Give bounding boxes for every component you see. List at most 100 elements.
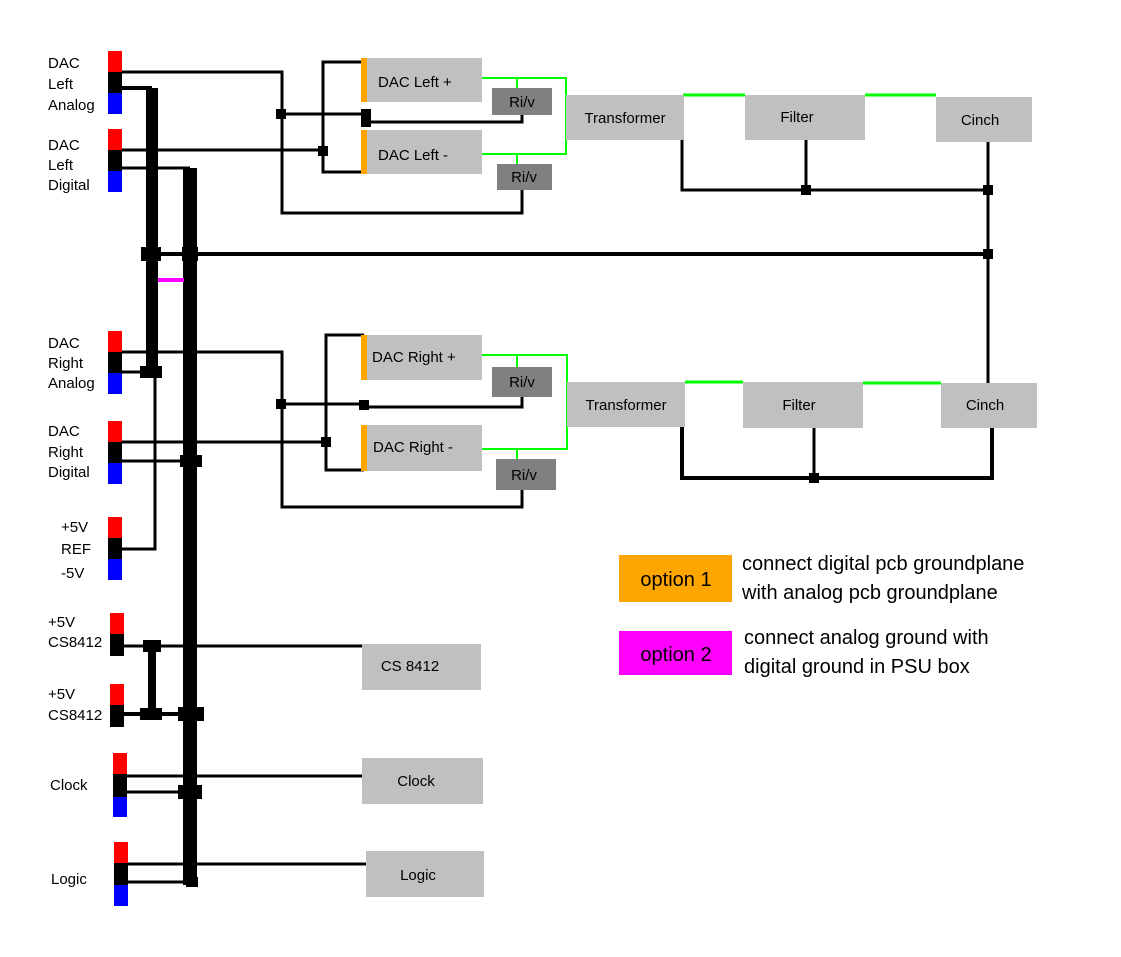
positive-pin bbox=[114, 842, 128, 863]
connector-logic: Logic bbox=[51, 842, 128, 906]
positive-pin bbox=[108, 421, 122, 442]
junction-dot bbox=[361, 109, 371, 119]
junction-dot bbox=[182, 247, 198, 261]
connector-cs8412-a: +5V CS8412 bbox=[48, 613, 124, 656]
ground-pin bbox=[113, 774, 127, 797]
junction-dot bbox=[180, 455, 202, 467]
cinch-right-box: Cinch bbox=[941, 383, 1037, 428]
connector-label: Left bbox=[48, 157, 74, 174]
connector-label: Right bbox=[48, 355, 84, 372]
transformer-right-box: Transformer bbox=[567, 382, 685, 427]
connector-clock: Clock bbox=[50, 753, 127, 817]
wire bbox=[122, 373, 157, 551]
positive-pin bbox=[108, 51, 122, 72]
connector-label: +5V bbox=[61, 519, 88, 536]
cs8412-box: CS 8412 bbox=[362, 644, 481, 690]
ground-pin bbox=[108, 538, 122, 559]
transformer-left-box: Transformer bbox=[566, 95, 684, 140]
junction-dot bbox=[178, 785, 202, 799]
option2-swatch bbox=[619, 631, 732, 675]
junction-dot bbox=[801, 185, 811, 195]
connector-label: DAC bbox=[48, 423, 80, 440]
connector-label: CS8412 bbox=[48, 634, 102, 651]
box-label: Ri/v bbox=[511, 467, 537, 484]
box-label: Transformer bbox=[584, 110, 665, 127]
connector-label: Logic bbox=[51, 871, 87, 888]
option1-description-line: connect digital pcb groundplane bbox=[742, 553, 1024, 575]
riv-right-1-box: Ri/v bbox=[492, 367, 552, 397]
option2-description-line: digital ground in PSU box bbox=[744, 656, 970, 678]
option1-strip-dac-right-plus bbox=[361, 335, 367, 380]
option2-description-line: connect analog ground with bbox=[744, 627, 989, 649]
box-label: Filter bbox=[780, 109, 813, 126]
dac-right-minus-box: DAC Right - bbox=[367, 425, 482, 471]
filter-right-box: Filter bbox=[743, 382, 863, 428]
negative-pin bbox=[108, 559, 122, 580]
connector-dac-right-digital: DAC Right Digital bbox=[48, 421, 122, 484]
box-label: DAC Right - bbox=[373, 439, 453, 456]
connector-label: Analog bbox=[48, 375, 95, 392]
connector-label: DAC bbox=[48, 335, 80, 352]
wire bbox=[680, 427, 994, 480]
box-label: Ri/v bbox=[509, 374, 535, 391]
box-label: DAC Left - bbox=[378, 147, 448, 164]
box-label: DAC Right + bbox=[372, 349, 456, 366]
wire bbox=[282, 112, 524, 124]
connector-label: Clock bbox=[50, 777, 88, 794]
riv-left-1-box: Ri/v bbox=[492, 88, 552, 115]
box-label: Ri/v bbox=[511, 169, 537, 186]
junction-dot bbox=[276, 109, 286, 119]
junction-dot bbox=[186, 877, 198, 887]
box-label: Filter bbox=[782, 397, 815, 414]
box-label: Clock bbox=[397, 773, 435, 790]
ground-pin bbox=[114, 863, 128, 885]
box-label: CS 8412 bbox=[381, 658, 439, 675]
legend-option1: option 1 connect digital pcb groundplane… bbox=[619, 553, 1024, 604]
blocks: DAC Left + DAC Left - Ri/v Ri/v Transfor… bbox=[362, 58, 1037, 897]
dac-right-plus-box: DAC Right + bbox=[367, 335, 482, 380]
logic-box: Logic bbox=[366, 851, 484, 897]
box-label: Cinch bbox=[966, 397, 1004, 414]
positive-pin bbox=[108, 129, 122, 150]
positive-pin bbox=[110, 613, 124, 634]
box-label: Transformer bbox=[585, 397, 666, 414]
option1-markers bbox=[361, 58, 367, 471]
junction-dot bbox=[318, 146, 328, 156]
ground-pin bbox=[110, 705, 124, 727]
positive-pin bbox=[110, 684, 124, 705]
filter-left-box: Filter bbox=[745, 95, 865, 140]
option1-strip-dac-left-plus bbox=[361, 58, 367, 102]
connector-label: +5V bbox=[48, 686, 75, 703]
wire bbox=[324, 333, 364, 472]
connector-label: -5V bbox=[61, 565, 84, 582]
connector-label: Digital bbox=[48, 464, 90, 481]
ground-pin bbox=[108, 442, 122, 463]
connector-label: CS8412 bbox=[48, 707, 102, 724]
junction-dot bbox=[983, 249, 993, 259]
connector-label: +5V bbox=[48, 614, 75, 631]
legend-option2: option 2 connect analog ground with digi… bbox=[619, 627, 989, 678]
negative-pin bbox=[114, 885, 128, 906]
junction-dot bbox=[361, 117, 371, 127]
box-label: Ri/v bbox=[509, 94, 535, 111]
junctions bbox=[140, 109, 993, 887]
option1-badge: option 1 bbox=[640, 569, 711, 591]
clock-box: Clock bbox=[362, 758, 483, 804]
wire bbox=[680, 140, 988, 192]
wiring bbox=[122, 60, 994, 885]
option1-strip-dac-left-minus bbox=[361, 130, 367, 174]
option2-badge: option 2 bbox=[640, 644, 711, 666]
junction-dot bbox=[983, 185, 993, 195]
junction-dot bbox=[276, 399, 286, 409]
wire bbox=[321, 60, 364, 174]
ground-pin bbox=[110, 634, 124, 656]
ground-pin bbox=[108, 352, 122, 373]
wire bbox=[282, 397, 524, 409]
junction-dot bbox=[140, 708, 162, 720]
connector-dac-left-digital: DAC Left Digital bbox=[48, 129, 122, 194]
junction-dot bbox=[141, 247, 161, 261]
connector-ref: +5V REF -5V bbox=[61, 517, 122, 582]
negative-pin bbox=[108, 373, 122, 394]
box-label: Cinch bbox=[961, 112, 999, 129]
